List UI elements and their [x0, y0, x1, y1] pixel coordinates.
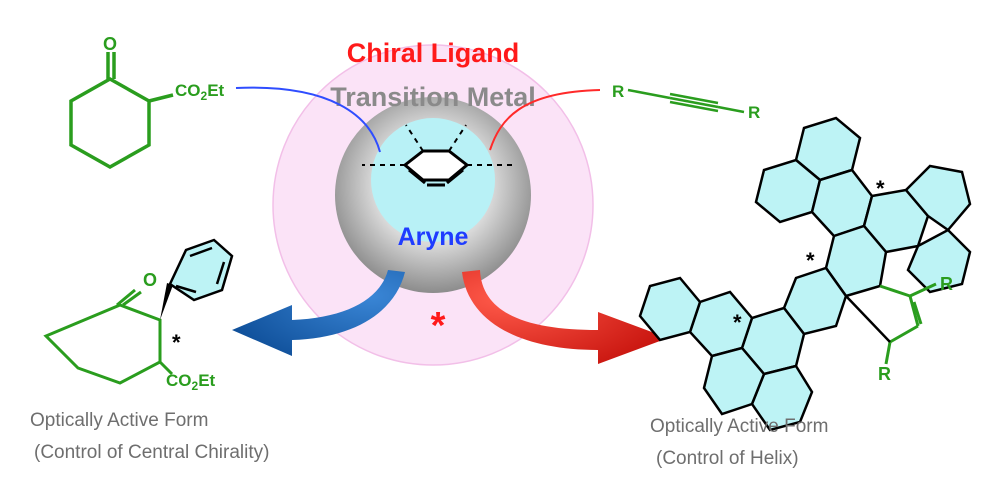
helicene-rings — [638, 116, 972, 432]
alkyne-r2: R — [748, 103, 760, 122]
helicene-green-ring — [879, 282, 937, 365]
helicene-connector — [845, 295, 891, 343]
helicene-r2: R — [878, 364, 891, 384]
left-caption-line1: Optically Active Form — [30, 410, 208, 431]
alkyne-r1: R — [612, 82, 624, 101]
phenyl-ring — [168, 238, 234, 302]
right-caption-line2: (Control of Helix) — [656, 448, 799, 469]
helicene-star-left: * — [733, 310, 742, 335]
left-product-oxygen: O — [143, 270, 157, 290]
helicene-r1: R — [940, 274, 953, 294]
right-caption-line1: Optically Active Form — [650, 416, 828, 437]
alkyne-bonds — [627, 88, 745, 114]
left-caption-line2: (Control of Central Chirality) — [34, 442, 269, 463]
transition-metal-label: Transition Metal — [330, 82, 536, 112]
helicene-star-mid: * — [806, 248, 815, 273]
phenyl-ring-inner — [175, 246, 226, 294]
helicene-star-top: * — [876, 176, 885, 201]
phenyl-wedge — [160, 283, 173, 320]
cyclohexanone-reactant — [69, 52, 174, 170]
left-product-star: * — [172, 330, 181, 355]
ester-label-top: CO2Et — [175, 81, 225, 103]
blue-arrow[interactable] — [232, 270, 405, 356]
chiral-star: * — [431, 305, 446, 347]
chiral-ligand-label: Chiral Ligand — [347, 38, 520, 68]
blue-connector-line — [235, 86, 381, 153]
red-connector-line — [489, 89, 601, 151]
aryne-label: Aryne — [398, 223, 469, 251]
left-product-skeleton — [43, 288, 174, 385]
aryne-dashed-bonds — [362, 124, 512, 166]
ketone-oxygen: O — [103, 34, 117, 54]
red-arrow[interactable] — [462, 270, 668, 364]
ester-label-bottom: CO2Et — [166, 371, 216, 393]
